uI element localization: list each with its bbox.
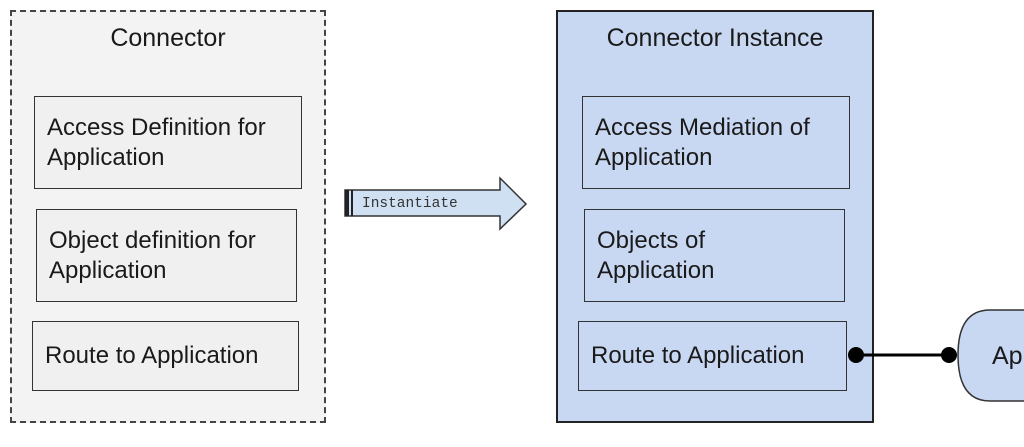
instance-route-to-application-label: Route to Application <box>591 342 805 369</box>
access-definition-line1: Access Definition for <box>47 113 266 141</box>
object-definition-box[interactable]: Object definition for Application <box>36 209 297 302</box>
connection-end-dot <box>941 347 957 363</box>
arrow-shape[interactable] <box>344 176 528 231</box>
object-definition-line2: Application <box>49 256 167 284</box>
arrow-tail-bar <box>345 190 349 216</box>
connector-title: Connector <box>110 24 226 52</box>
instantiate-label: Instantiate <box>362 196 458 212</box>
objects-of-application-line2: Application <box>597 256 715 284</box>
access-definition-box[interactable]: Access Definition for Application <box>34 96 302 189</box>
access-mediation-line2: Application <box>595 143 713 171</box>
application-node[interactable] <box>957 309 1024 402</box>
objects-of-application-line1: Objects of <box>597 226 706 254</box>
route-to-application-box[interactable]: Route to Application <box>32 321 299 391</box>
instance-route-to-application-box[interactable]: Route to Application <box>578 321 847 391</box>
object-definition-line1: Object definition for <box>49 226 256 254</box>
arrow-tail-bar-thin <box>351 190 353 216</box>
instantiate-arrow[interactable] <box>344 176 528 231</box>
route-to-application-label: Route to Application <box>45 342 259 369</box>
access-mediation-box[interactable]: Access Mediation of Application <box>582 96 850 189</box>
connection-start-dot <box>848 347 864 363</box>
access-mediation-line1: Access Mediation of <box>595 113 810 141</box>
connector-instance-title: Connector Instance <box>606 24 824 52</box>
access-definition-line2: Application <box>47 143 165 171</box>
application-node-label: Ap <box>992 342 1023 370</box>
objects-of-application-box[interactable]: Objects of Application <box>584 209 845 302</box>
